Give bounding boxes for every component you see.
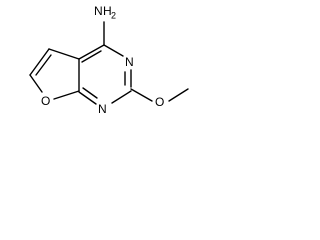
bond-omethoxy-ch3 <box>168 88 189 102</box>
ring-nitrogen-3-label: N <box>125 55 134 69</box>
bond-o7-c6 <box>29 74 43 93</box>
bond-c6-c5-inner <box>35 54 52 76</box>
ring-nitrogen-1-label: N <box>98 102 107 116</box>
bond-c4-c4a-inner <box>81 50 102 63</box>
structure-canvas: N H 2 N N O O <box>0 0 207 137</box>
bond-c2-omethoxy <box>130 88 153 102</box>
bond-n1-c7a <box>78 91 97 105</box>
amine-nitrogen-label: N <box>94 4 103 18</box>
bond-c6-c5 <box>29 48 50 76</box>
amine-hydrogen-label: H <box>103 4 112 18</box>
atom-labels: N H 2 N N O O <box>41 4 164 116</box>
bond-c5-c4a <box>48 48 80 60</box>
chemical-structure-diagram: N H 2 N N O O <box>29 4 189 116</box>
bond-c4-c4a <box>78 44 105 60</box>
furan-oxygen-label: O <box>41 94 50 108</box>
bond-c7a-o7 <box>53 90 80 100</box>
bond-n1-c7a-inner <box>82 87 98 99</box>
bonds <box>29 21 189 105</box>
amine-hydrogen-count: 2 <box>111 10 116 20</box>
methoxy-oxygen-label: O <box>155 95 164 109</box>
bond-c4-n3 <box>103 44 124 57</box>
bond-c2-n1 <box>111 90 132 104</box>
